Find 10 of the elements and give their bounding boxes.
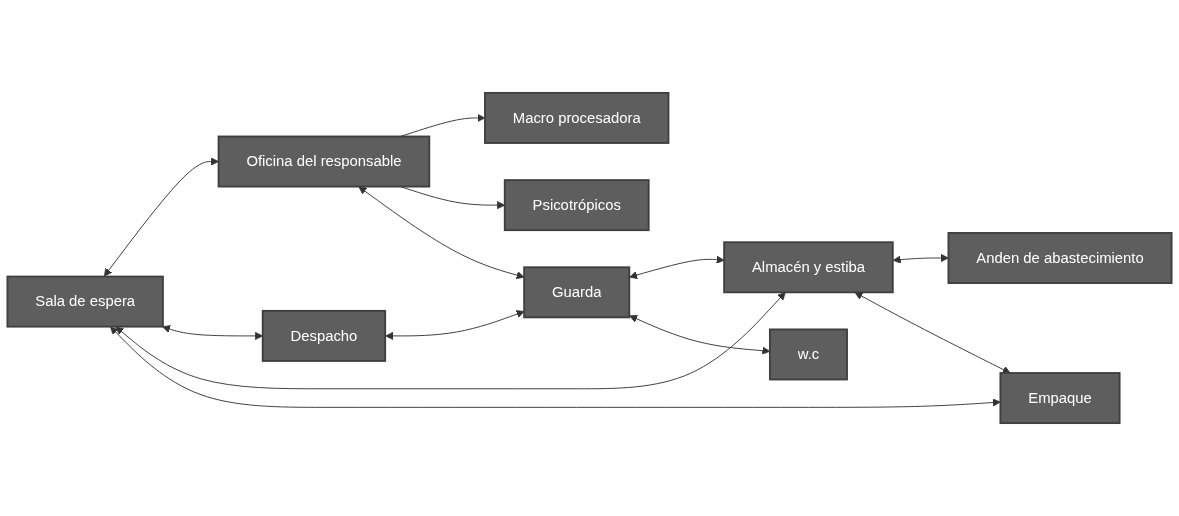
node-box: Despacho xyxy=(261,309,387,362)
node-box: Sala de espera xyxy=(6,275,164,328)
node-box: Psicotrópicos xyxy=(503,179,650,232)
node-box: Almacén y estiba xyxy=(723,241,894,294)
node-box: Oficina del responsable xyxy=(217,135,431,188)
node-box: Macro procesadora xyxy=(484,91,670,144)
node-box: Anden de abastecimiento xyxy=(947,232,1173,284)
node-box: Guarda xyxy=(523,266,631,319)
node-box: w.c xyxy=(768,328,848,381)
node-box: Empaque xyxy=(999,372,1121,425)
